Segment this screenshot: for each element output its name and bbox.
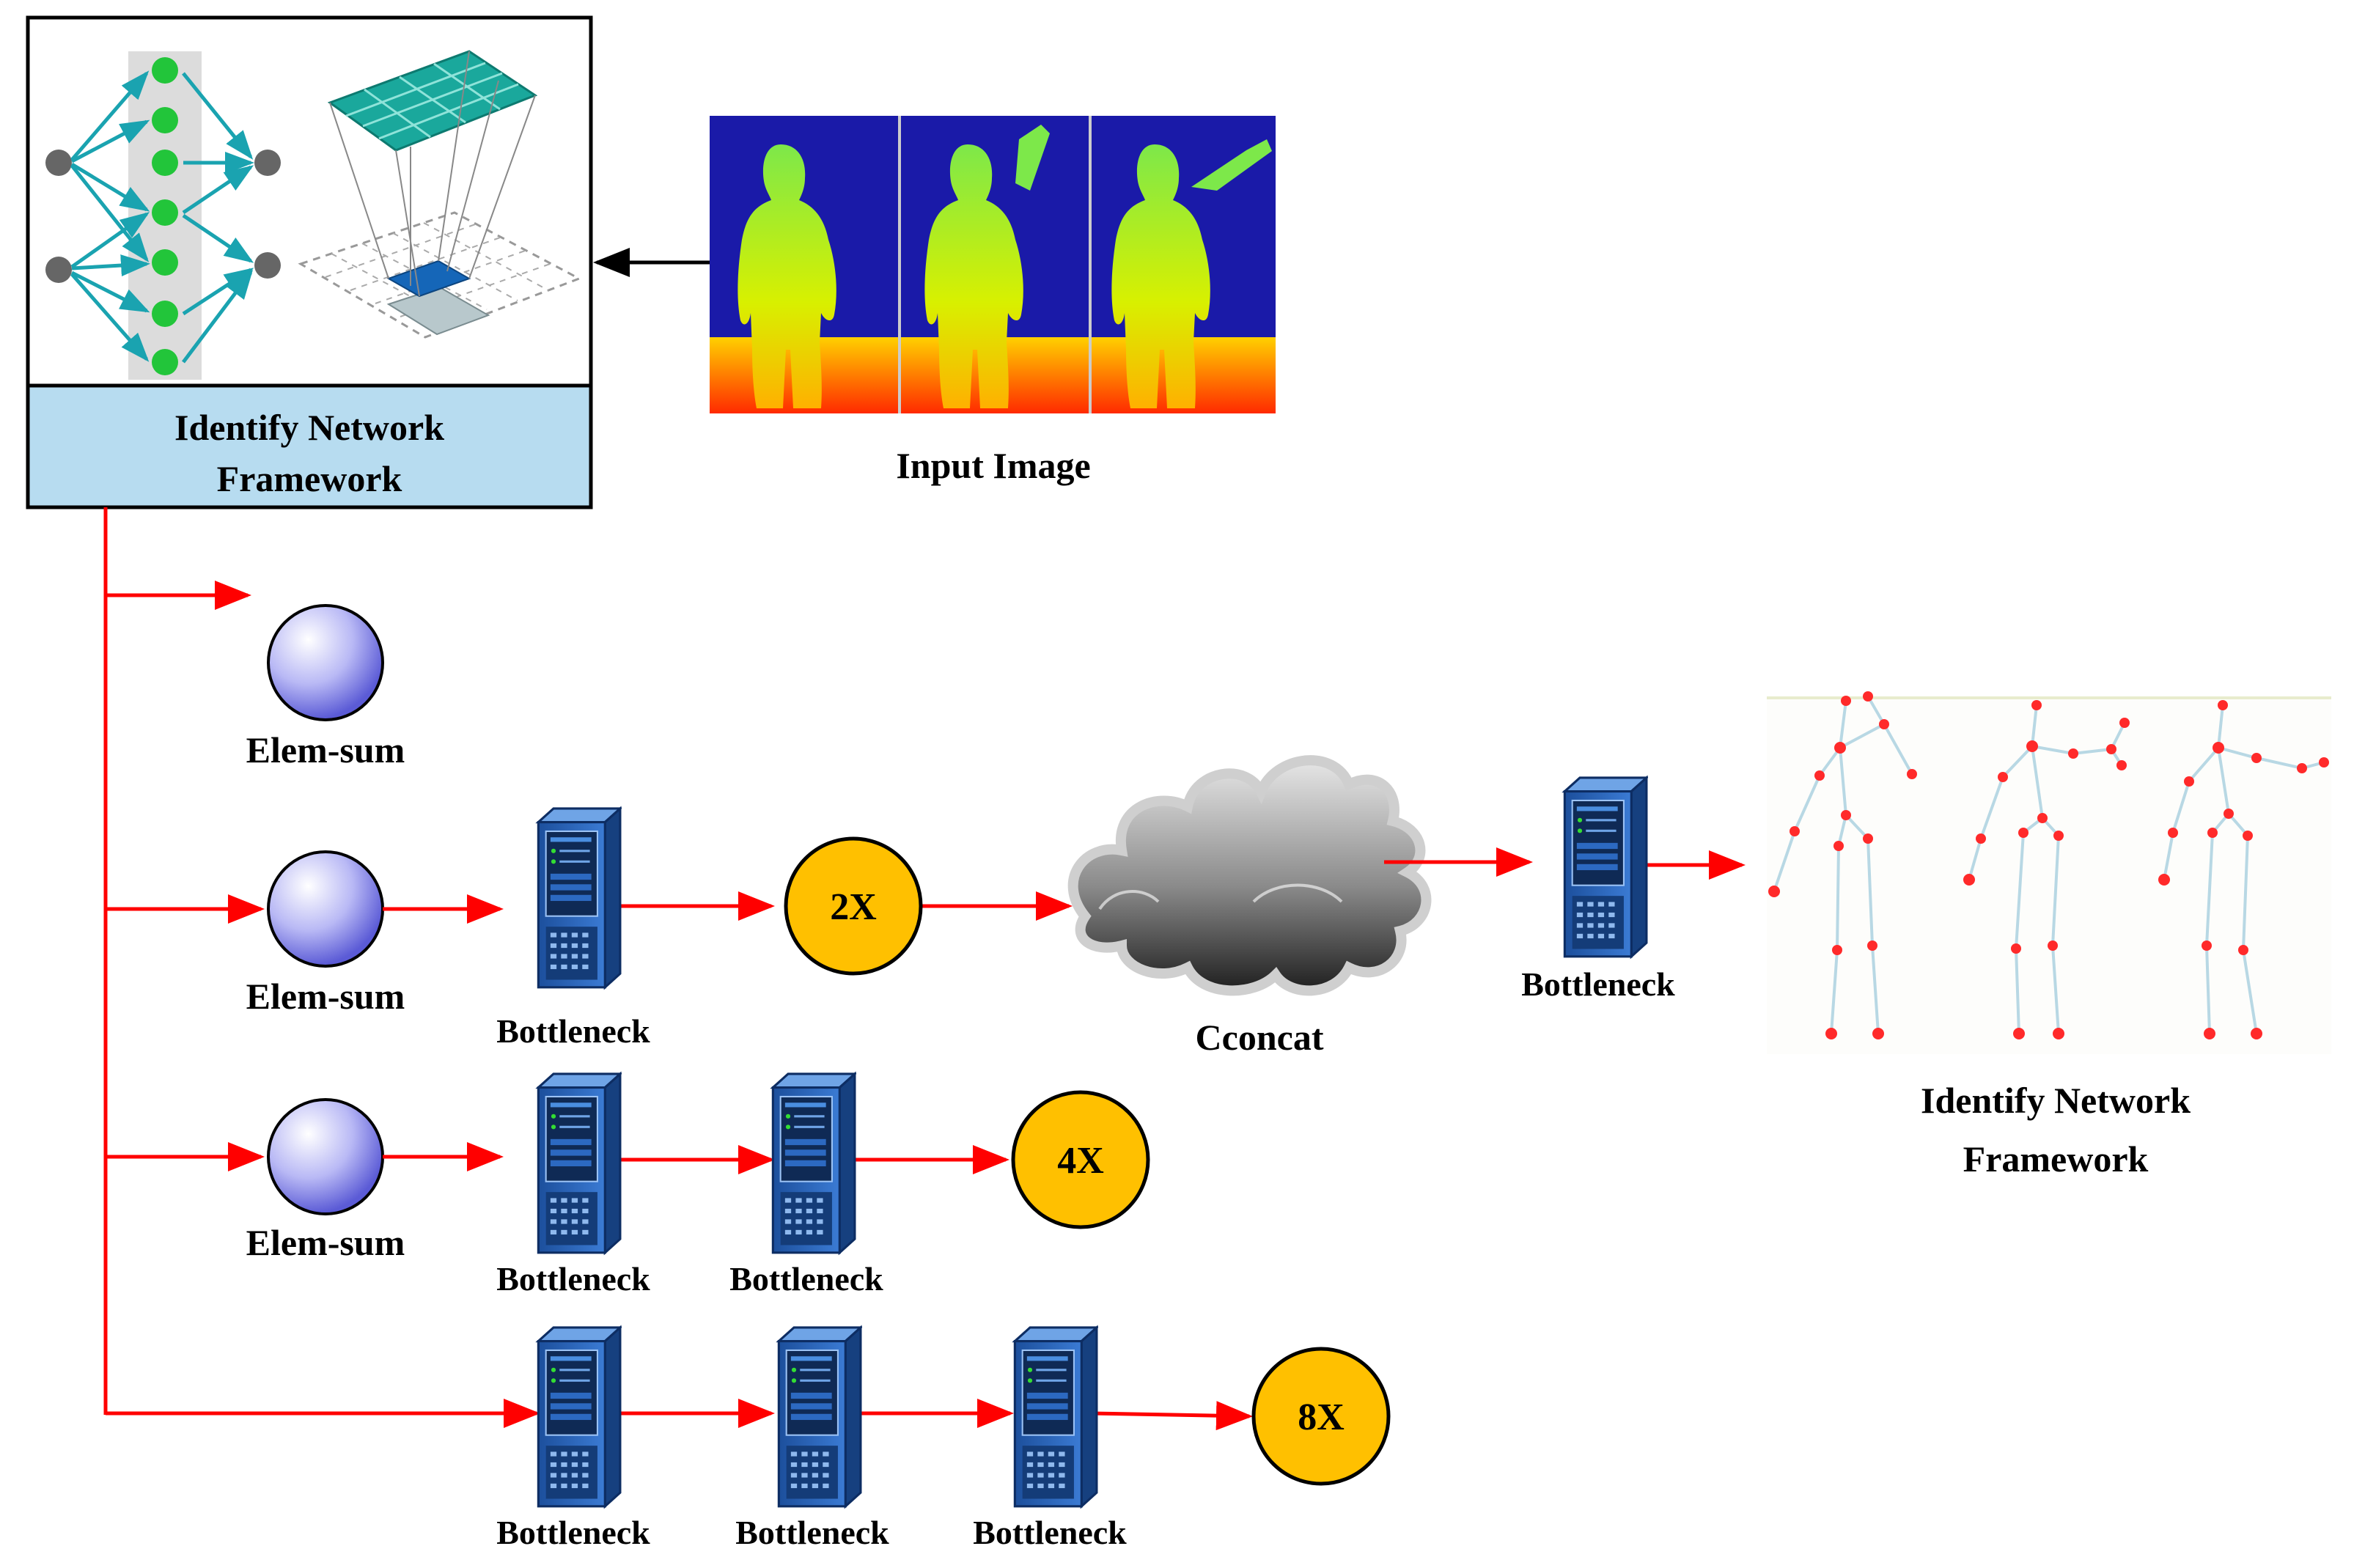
row2-arrows — [383, 1142, 1009, 1174]
framework-title-line2: Framework — [217, 458, 402, 499]
elem-sum-2: Elem-sum — [246, 850, 405, 1017]
elem-sum-sphere — [267, 850, 384, 968]
elem-sum-label: Elem-sum — [246, 976, 405, 1017]
bottleneck-label: Bottleneck — [496, 1012, 650, 1050]
elem-sum-sphere — [267, 1098, 384, 1215]
bottleneck-server-icon — [1013, 1326, 1098, 1508]
elem-sum-label: Elem-sum — [246, 1222, 405, 1263]
bottleneck-server-icon — [537, 1326, 622, 1508]
bottleneck-label: Bottleneck — [1521, 965, 1675, 1003]
elem-sum-3: Elem-sum — [246, 1098, 405, 1263]
bottleneck-server-icon — [771, 1072, 856, 1254]
output-title-line2: Framework — [1963, 1138, 2149, 1179]
row1-arrows — [383, 891, 1073, 924]
upsample-8x-label: 8X — [1298, 1396, 1345, 1438]
bottleneck-label: Bottleneck — [735, 1514, 889, 1551]
elem-sum-sphere — [267, 604, 384, 721]
upsample-8x-circle — [1251, 1347, 1391, 1486]
framework-title-line1: Identify Network — [174, 407, 444, 448]
upsample-4x-label: 4X — [1057, 1140, 1104, 1182]
elem-sum-1: Elem-sum — [246, 604, 405, 770]
framework-header — [26, 383, 593, 509]
bottleneck-label: Bottleneck — [973, 1514, 1127, 1551]
bottleneck-server-icon — [1563, 776, 1648, 958]
concat-label: Cconcat — [1196, 1017, 1324, 1058]
input-image-label: Input Image — [896, 445, 1090, 486]
neural-network-icon — [45, 51, 281, 380]
upsample-2x-circle — [784, 836, 923, 976]
bottleneck-label: Bottleneck — [496, 1260, 650, 1298]
bottleneck-server-icon — [777, 1326, 862, 1508]
concat-cloud-icon — [1067, 755, 1432, 996]
bottleneck-label: Bottleneck — [496, 1514, 650, 1551]
convolution-icon — [298, 50, 582, 339]
branch-connectors — [103, 507, 540, 1428]
skeleton-output-image — [1767, 691, 2331, 1054]
bottleneck-server-icon — [537, 1072, 622, 1254]
elem-sum-label: Elem-sum — [246, 729, 405, 770]
bottleneck-server-icon — [537, 807, 622, 989]
framework-box: Identify Network Framework — [26, 15, 593, 509]
upsample-2x-label: 2X — [830, 886, 877, 928]
output-title-line1: Identify Network — [1921, 1080, 2191, 1121]
row3-arrows — [617, 1399, 1253, 1431]
bottleneck-label: Bottleneck — [729, 1260, 883, 1298]
upsample-4x-circle — [1011, 1090, 1150, 1229]
output-arrows — [1384, 847, 1746, 880]
input-depth-image — [710, 116, 1276, 413]
